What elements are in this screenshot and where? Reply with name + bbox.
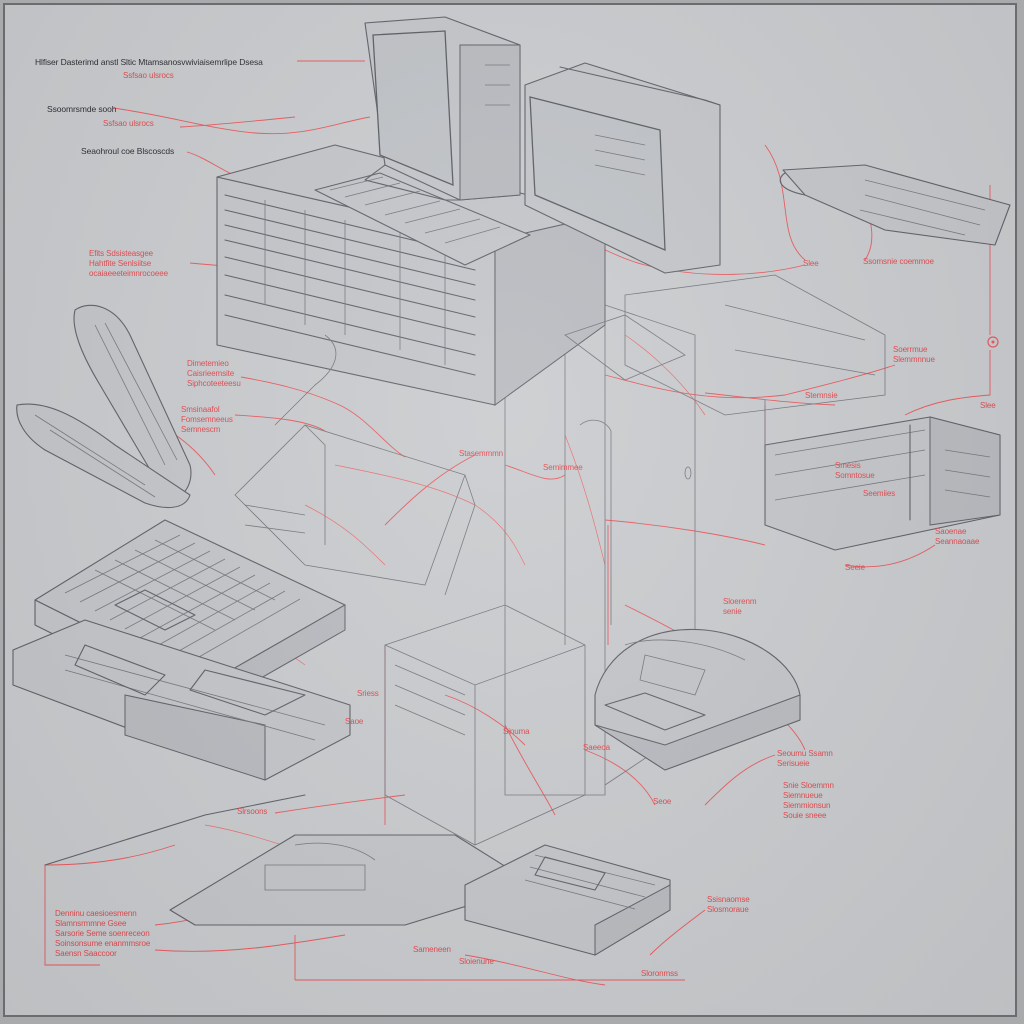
mid-label-2: Semimmee: [543, 463, 583, 472]
center-label-1: Sloerenm senie: [723, 597, 757, 616]
center-shell: [234, 334, 476, 596]
bottom-mid-1: Sameneen: [413, 945, 451, 954]
bottom-left-block: Denninu caesioesmenn Slamnsrmmne Gsee Sa…: [55, 909, 151, 958]
right-box-3: Saoenae Seannaoaae: [935, 527, 980, 546]
left-group-3: Smsinaafol Fomsemneeus Semnescm: [181, 405, 233, 434]
top-sub-2b: Ssfsao ulsrocs: [103, 119, 154, 128]
center-label-4: Sinuma: [503, 727, 530, 736]
mid-label-1: Stasemmmn: [459, 449, 503, 458]
right-low-2: Snie Sloemmn Siemnueue Siemmionsun Souie…: [783, 781, 834, 820]
bottom-left-2: Slrsoons: [237, 807, 268, 816]
right-lower-device: [594, 628, 801, 771]
left-tray-box: [12, 619, 351, 781]
top-sub-1: Ssfsao ulsrocs: [123, 71, 174, 80]
drawing-sheet: Hlfiser Dasterimd anstl Sltic Mtamsanosv…: [3, 3, 1017, 1017]
left-group-1: Efits Sdsisteasgee Hahtfite Senlsiitse o…: [89, 249, 168, 278]
center-label-3: Saoe: [345, 717, 364, 726]
bottom-mid-3: Seoe: [653, 797, 672, 806]
right-box-4: Seeie: [845, 563, 865, 572]
right-box-1: Smesis Somntosue: [835, 461, 875, 480]
right-top-1: Ssomsnie coemmoe: [863, 257, 934, 266]
right-mid-2: Slee: [803, 259, 819, 268]
right-pin-label: Slee: [980, 401, 996, 410]
center-label-5: Saeeoa: [583, 743, 610, 752]
bottom-right-1: Ssisnaomse Slosmoraue: [707, 895, 750, 914]
top-sub-2: Ssoomrsmde sooh: [47, 104, 117, 114]
bottom-sled: [44, 794, 536, 926]
center-label-2: Sriess: [357, 689, 379, 698]
main-computer-unit: [216, 16, 721, 406]
right-mid-1: Soerrmue Slemmnnue: [893, 345, 935, 364]
right-low-1: Seoumu Ssamn Serisueie: [777, 749, 833, 768]
right-cabinet: [764, 416, 1001, 551]
left-group-2: Dimetemieo Caisrieemsite Siphcoteeteesu: [187, 359, 241, 388]
handheld-device-left: [16, 304, 192, 509]
right-mid-3: Stemnsie: [805, 391, 838, 400]
right-box-2: Seemiies: [863, 489, 896, 498]
pin-marker: [987, 336, 999, 348]
bottom-right-2: Sloronmss: [641, 969, 678, 978]
diagram-title: Hlfiser Dasterimd anstl Sltic Mtamsanosv…: [35, 57, 263, 67]
exploded-view-drawing: [12, 16, 1011, 986]
right-shelf-unit: [564, 274, 886, 445]
bottom-right-tablet: [464, 844, 671, 956]
top-sub-3: Seaohroul coe Blscoscds: [81, 146, 175, 156]
bottom-mid-2: Sloienune: [459, 957, 494, 966]
center-cube: [384, 604, 586, 846]
handheld-device-right: [779, 164, 1011, 246]
